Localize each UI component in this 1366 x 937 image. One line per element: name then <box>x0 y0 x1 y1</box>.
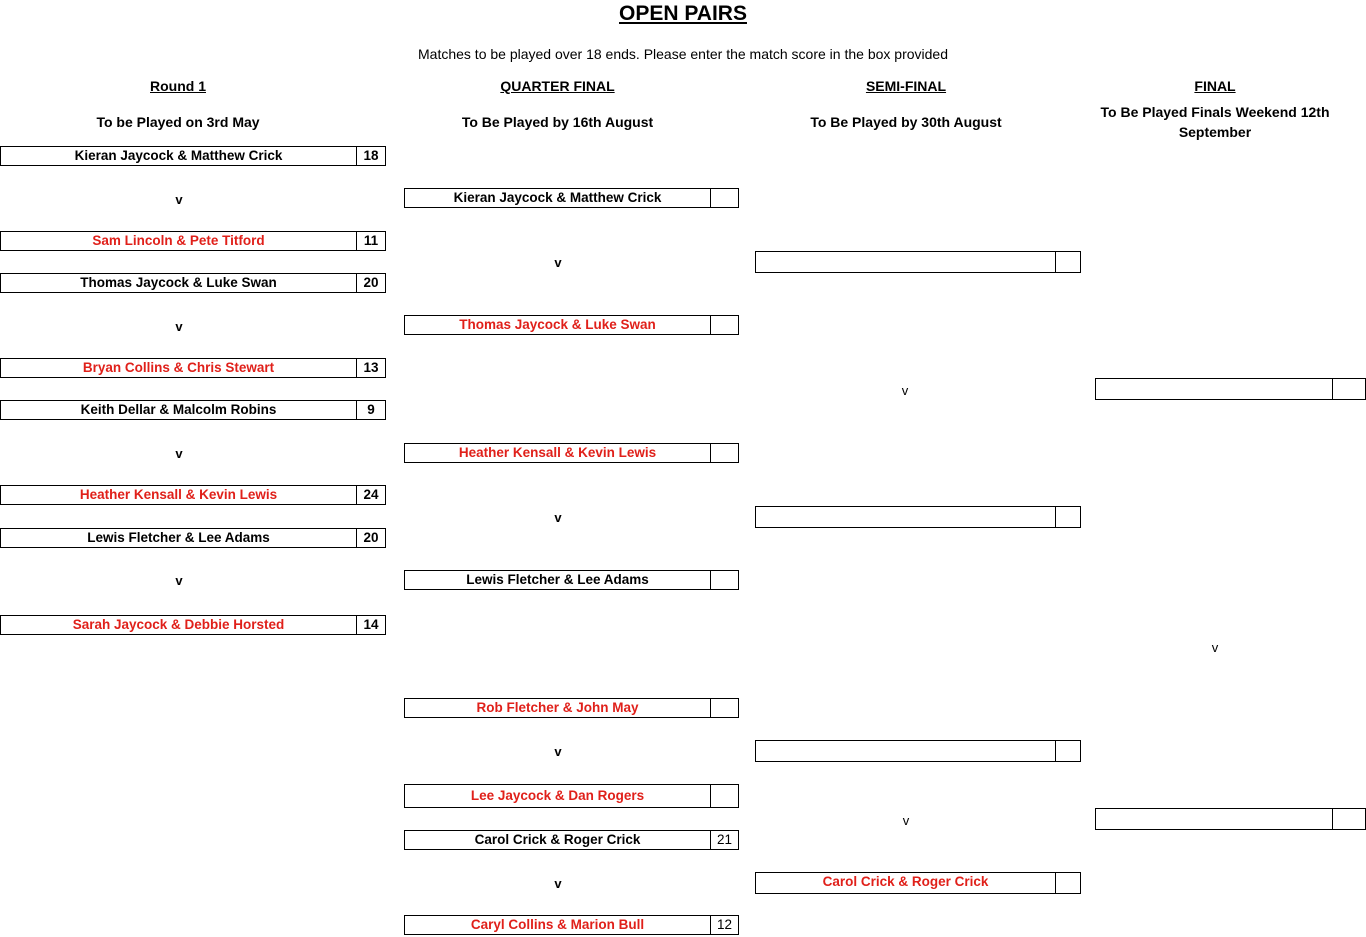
team-name: Bryan Collins & Chris Stewart <box>82 360 275 375</box>
quarter-final-entry[interactable]: Rob Fletcher & John May <box>404 698 739 718</box>
round1-entry[interactable]: Thomas Jaycock & Luke Swan 20 <box>0 273 386 293</box>
team-name: Thomas Jaycock & Luke Swan <box>80 275 277 290</box>
team-name: Lewis Fletcher & Lee Adams <box>87 530 270 545</box>
semi-final-entry[interactable] <box>755 506 1081 528</box>
team-name: Sarah Jaycock & Debbie Horsted <box>72 617 285 632</box>
score-box[interactable] <box>710 189 738 207</box>
quarter-final-entry[interactable]: Thomas Jaycock & Luke Swan <box>404 315 739 335</box>
team-name <box>756 252 1055 272</box>
score-box[interactable]: 18 <box>356 147 385 165</box>
score-box[interactable] <box>1055 252 1080 272</box>
semi-final-entry[interactable] <box>755 251 1081 273</box>
round1-entry[interactable]: Sam Lincoln & Pete Titford 11 <box>0 231 386 251</box>
final-entry[interactable] <box>1095 378 1366 400</box>
score-box[interactable]: 20 <box>356 529 385 547</box>
team-name: Caryl Collins & Marion Bull <box>470 917 645 932</box>
versus-label: v <box>175 573 183 588</box>
versus-label: v <box>175 319 183 334</box>
score-box[interactable] <box>710 444 738 462</box>
score-box[interactable]: 11 <box>356 232 385 250</box>
score-box[interactable] <box>1055 741 1080 761</box>
score-box[interactable] <box>710 316 738 334</box>
score-box[interactable] <box>1055 873 1080 893</box>
versus-label: v <box>554 876 562 891</box>
team-name: Kieran Jaycock & Matthew Crick <box>74 148 283 163</box>
semi-final-heading: SEMI-FINAL <box>865 78 947 94</box>
versus-label: v <box>554 744 562 759</box>
score-box[interactable]: 12 <box>710 916 738 934</box>
quarter-final-heading: QUARTER FINAL <box>500 78 615 94</box>
final-date: To Be Played Finals Weekend 12th Septemb… <box>1100 104 1330 140</box>
score-box[interactable] <box>1332 809 1365 829</box>
versus-label: v <box>902 813 910 828</box>
score-box[interactable] <box>710 699 738 717</box>
quarter-final-entry[interactable]: Carol Crick & Roger Crick 21 <box>404 830 739 850</box>
team-name: Heather Kensall & Kevin Lewis <box>79 487 278 502</box>
round1-entry[interactable]: Kieran Jaycock & Matthew Crick 18 <box>0 146 386 166</box>
versus-label: v <box>1211 640 1219 655</box>
semi-final-entry[interactable] <box>755 740 1081 762</box>
team-name: Keith Dellar & Malcolm Robins <box>80 402 277 417</box>
score-box[interactable]: 9 <box>356 401 385 419</box>
team-name: Thomas Jaycock & Luke Swan <box>459 317 656 332</box>
page-subtitle: Matches to be played over 18 ends. Pleas… <box>418 46 948 62</box>
round1-entry[interactable]: Keith Dellar & Malcolm Robins 9 <box>0 400 386 420</box>
final-entry[interactable] <box>1095 808 1366 830</box>
quarter-final-entry[interactable]: Lewis Fletcher & Lee Adams <box>404 570 739 590</box>
quarter-final-entry[interactable]: Caryl Collins & Marion Bull 12 <box>404 915 739 935</box>
quarter-final-date: To Be Played by 16th August <box>461 114 654 130</box>
team-name: Heather Kensall & Kevin Lewis <box>458 445 657 460</box>
round1-date: To be Played on 3rd May <box>96 114 260 130</box>
score-box[interactable]: 13 <box>356 359 385 377</box>
team-name: Lee Jaycock & Dan Rogers <box>470 788 645 803</box>
versus-label: v <box>554 255 562 270</box>
team-name: Kieran Jaycock & Matthew Crick <box>453 190 662 205</box>
score-box[interactable]: 21 <box>710 831 738 849</box>
round1-entry[interactable]: Bryan Collins & Chris Stewart 13 <box>0 358 386 378</box>
versus-label: v <box>175 192 183 207</box>
team-name <box>756 741 1055 761</box>
score-box[interactable] <box>710 571 738 589</box>
round1-entry[interactable]: Heather Kensall & Kevin Lewis 24 <box>0 485 386 505</box>
final-heading: FINAL <box>1194 78 1236 94</box>
team-name: Rob Fletcher & John May <box>476 700 639 715</box>
round1-heading: Round 1 <box>150 78 206 94</box>
quarter-final-entry[interactable]: Heather Kensall & Kevin Lewis <box>404 443 739 463</box>
team-name: Carol Crick & Roger Crick <box>474 832 641 847</box>
versus-label: v <box>554 510 562 525</box>
versus-label: v <box>901 383 909 398</box>
score-box[interactable] <box>1055 507 1080 527</box>
round1-entry[interactable]: Sarah Jaycock & Debbie Horsted 14 <box>0 615 386 635</box>
team-name: Carol Crick & Roger Crick <box>822 874 989 889</box>
quarter-final-entry[interactable]: Kieran Jaycock & Matthew Crick <box>404 188 739 208</box>
team-name: Lewis Fletcher & Lee Adams <box>466 572 649 587</box>
score-box[interactable]: 24 <box>356 486 385 504</box>
score-box[interactable] <box>1332 379 1365 399</box>
quarter-final-entry[interactable]: Lee Jaycock & Dan Rogers <box>404 784 739 808</box>
semi-final-entry[interactable]: Carol Crick & Roger Crick <box>755 872 1081 894</box>
team-name <box>756 507 1055 527</box>
score-box[interactable]: 20 <box>356 274 385 292</box>
versus-label: v <box>175 446 183 461</box>
round1-entry[interactable]: Lewis Fletcher & Lee Adams 20 <box>0 528 386 548</box>
team-name <box>1096 809 1332 829</box>
score-box[interactable]: 14 <box>356 616 385 634</box>
team-name <box>1096 379 1332 399</box>
team-name: Sam Lincoln & Pete Titford <box>92 233 265 248</box>
page-title: OPEN PAIRS <box>619 2 747 25</box>
semi-final-date: To Be Played by 30th August <box>810 114 1002 130</box>
score-box[interactable] <box>710 785 738 807</box>
